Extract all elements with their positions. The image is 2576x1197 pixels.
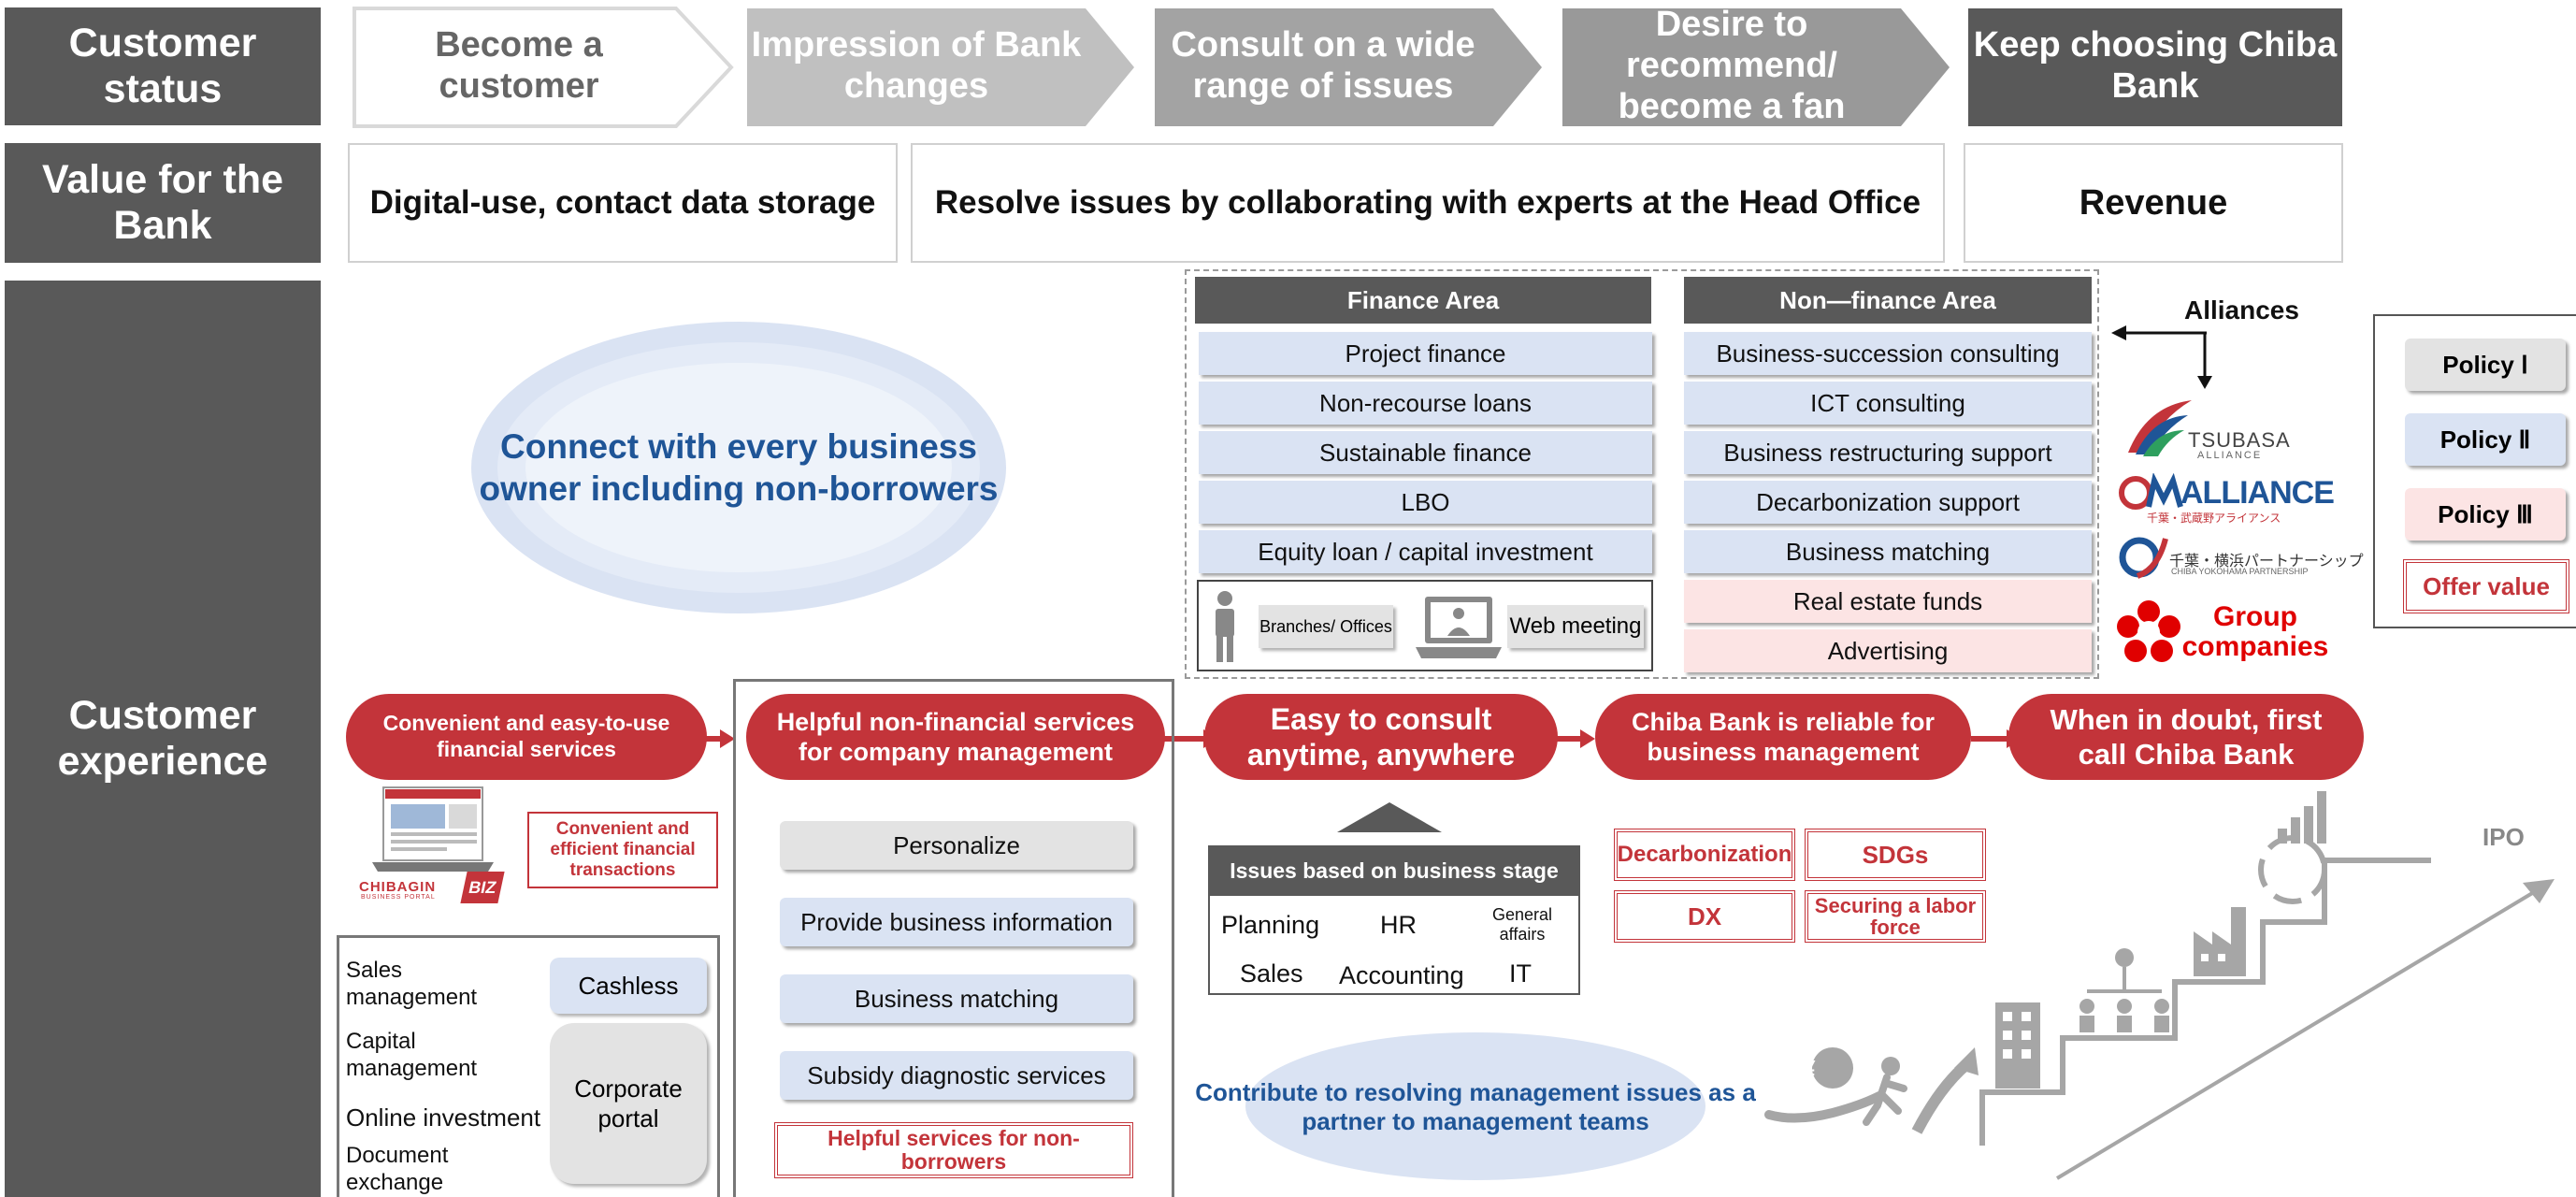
nonborrowers-offer: Helpful services for non-borrowers	[774, 1122, 1133, 1178]
row-header-customer-experience: Customer experience	[5, 281, 321, 1197]
stage-chevrons	[353, 7, 2342, 128]
nonfinance-item: Business matching	[1684, 530, 2092, 573]
tsubasa-logo-sub: ALLIANCE	[2197, 450, 2263, 461]
partnership-logo-sub: CHIBA YOKOHAMA PARTNERSHIP	[2171, 567, 2309, 576]
experience-reliable: Chiba Bank is reliable for business mana…	[1595, 694, 1971, 780]
finance-area-title: Finance Area	[1195, 277, 1651, 324]
issue-cell: Planning	[1221, 911, 1320, 939]
group-companies-text: Group companies	[2181, 601, 2329, 662]
nonfinancial-service-item: Provide business information	[780, 898, 1133, 946]
flow-connector	[1971, 736, 2008, 742]
contribute-text: Contribute to resolving management issue…	[1195, 1077, 1756, 1135]
issue-cell: Accounting	[1339, 961, 1464, 989]
issues-table	[1208, 896, 1580, 995]
connect-text: Connect with every business owner includ…	[479, 426, 999, 508]
cashless-tag: Cashless	[550, 958, 707, 1014]
finance-item: LBO	[1199, 481, 1652, 524]
experience-convenient: Convenient and easy-to-use financial ser…	[346, 694, 707, 780]
finance-item: Sustainable finance	[1199, 431, 1652, 474]
nonfinance-item: Real estate funds	[1684, 580, 2092, 623]
legend-policy-2: Policy Ⅱ	[2405, 413, 2566, 466]
stage-keep-choosing: Keep choosing Chiba Bank	[1973, 25, 2338, 106]
flow-arrow-icon	[1580, 729, 1595, 748]
tsubasa-logo-icon	[2128, 400, 2192, 456]
portal-biz-badge: BIZ	[460, 872, 505, 903]
corporate-portal-tag: Corporate portal	[550, 1023, 707, 1184]
nonfinance-item: Decarbonization support	[1684, 481, 2092, 524]
portal-name: CHIBAGIN	[359, 879, 437, 895]
legend-policy-3: Policy Ⅲ	[2405, 488, 2566, 541]
contribute-ellipse	[1245, 1032, 1705, 1180]
nonfinance-area-title: Non—finance Area	[1684, 277, 2092, 324]
legend-offer-value: Offer value	[2403, 559, 2569, 613]
nonfinance-item: Advertising	[1684, 629, 2092, 672]
yen-glyph: ¥	[1801, 1055, 1816, 1084]
laptop-icon	[1416, 597, 1502, 658]
flow-connector	[703, 736, 722, 742]
issue-cell: Sales	[1240, 959, 1303, 988]
stage-consult: Consult on a wide range of issues	[1171, 25, 1475, 106]
nonfinancial-services-box	[733, 679, 1174, 1197]
stage-become-customer: Become a customer	[435, 25, 603, 106]
partnership-logo-text: 千葉・横浜パートナーシップ	[2169, 554, 2364, 570]
tm-alliance-logo-sub: 千葉・武蔵野アライアンス	[2147, 512, 2281, 525]
web-meeting-label: Web meeting	[1507, 605, 1644, 648]
connect-ellipse	[471, 322, 1006, 613]
theme-dx: DX	[1614, 890, 1795, 943]
row-header-value-for-bank: Value for the Bank	[5, 143, 321, 263]
growth-staircase	[1764, 791, 2554, 1180]
group-companies-icon	[2117, 600, 2180, 662]
theme-sdgs: SDGs	[1805, 829, 1986, 881]
capital-management-label: Capital management	[346, 1029, 478, 1081]
row-header-customer-status: Customer status	[5, 7, 321, 125]
value-digital: Digital-use, contact data storage	[348, 143, 898, 263]
portal-screenshot-icon	[372, 786, 494, 872]
legend-box	[2373, 314, 2576, 628]
expert-areas-box	[1185, 269, 2099, 679]
document-exchange-label: Document exchange	[346, 1143, 449, 1195]
finance-item: Project finance	[1199, 332, 1652, 375]
issue-cell: IT	[1509, 959, 1532, 988]
nonfinance-item: Business restructuring support	[1684, 431, 2092, 474]
issues-pointer-icon	[1337, 802, 1442, 832]
issues-title: Issues based on business stage	[1208, 845, 1580, 896]
experience-easy-consult: Easy to consult anytime, anywhere	[1204, 694, 1558, 780]
ipo-label: IPO	[2482, 823, 2525, 851]
theme-labor-force: Securing a labor force	[1805, 890, 1986, 943]
tsubasa-logo-text: TSUBASA	[2188, 428, 2291, 452]
finance-item: Equity loan / capital investment	[1199, 530, 1652, 573]
finance-item: Non-recourse loans	[1199, 382, 1652, 425]
branches-offices-label: Branches/ Offices	[1259, 605, 1393, 648]
issue-cell: General affairs	[1491, 905, 1553, 944]
flow-connector	[1556, 736, 1582, 742]
person-icon	[1216, 591, 1234, 662]
experience-first-call: When in doubt, first call Chiba Bank	[2008, 694, 2364, 780]
tm-alliance-logo-text: ALLIANCE	[2180, 475, 2335, 511]
theme-decarbonization: Decarbonization	[1614, 829, 1795, 881]
sales-management-label: Sales management	[346, 958, 478, 1010]
flow-arrow-icon	[720, 729, 735, 748]
nonfinancial-service-item: Personalize	[780, 821, 1133, 870]
legend-policy-1: Policy Ⅰ	[2405, 339, 2566, 391]
portal-convenient-label: Convenient and efficient financial trans…	[527, 812, 718, 888]
stage-recommend: Desire to recommend/ become a fan	[1618, 5, 1846, 126]
portal-sub: BUSINESS PORTAL	[361, 894, 436, 901]
issue-cell: HR	[1380, 911, 1417, 939]
value-resolve: Resolve issues by collaborating with exp…	[911, 143, 1945, 263]
tm-alliance-logo-icon	[2119, 473, 2183, 510]
nonfinance-item: Business-succession consulting	[1684, 332, 2092, 375]
online-investment-label: Online investment	[346, 1103, 541, 1132]
stage-impression: Impression of Bank changes	[751, 25, 1082, 106]
alliance-arrow	[2111, 325, 2212, 389]
nonfinancial-service-item: Subsidy diagnostic services	[780, 1051, 1133, 1100]
nonfinance-item: ICT consulting	[1684, 382, 2092, 425]
alliances-title: Alliances	[2184, 296, 2299, 324]
experience-helpful-nonfinancial: Helpful non-financial services for compa…	[746, 694, 1165, 780]
nonfinancial-service-item: Business matching	[780, 974, 1133, 1023]
flow-connector	[1163, 736, 1206, 742]
value-revenue: Revenue	[1964, 143, 2343, 263]
partnership-logo-icon	[2119, 537, 2168, 579]
